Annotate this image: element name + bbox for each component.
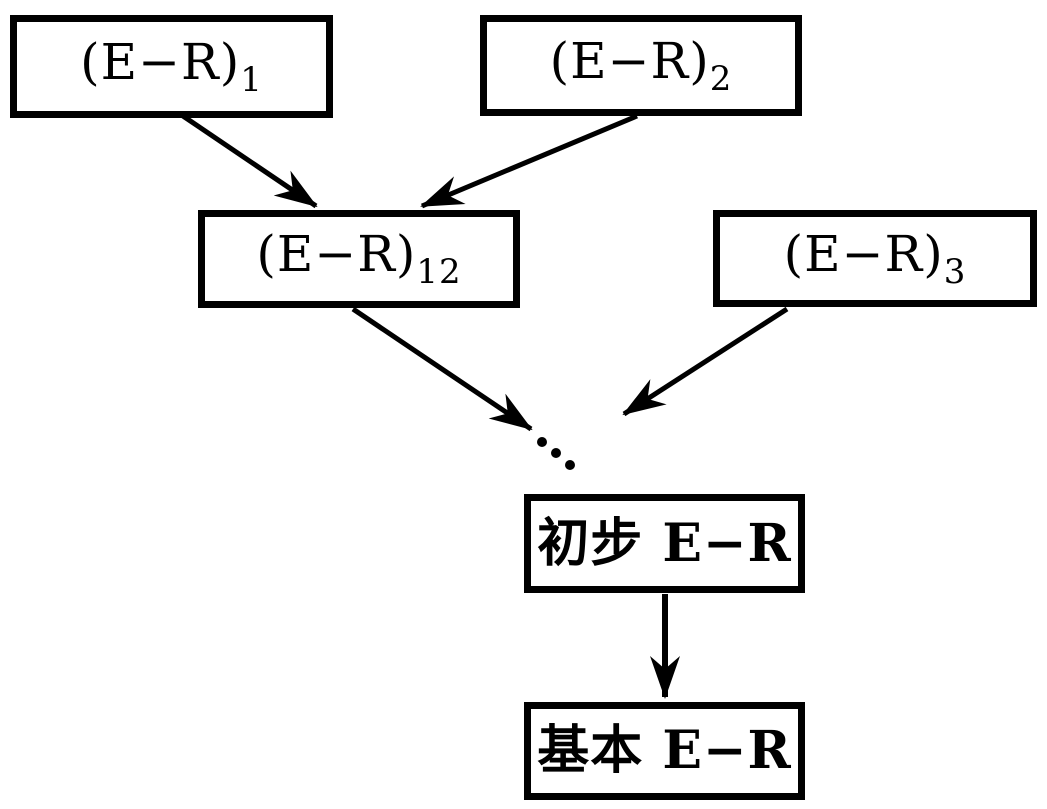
node-er2: (E−R)2	[480, 15, 802, 116]
node-er3-label: (E−R)3	[784, 229, 967, 289]
edge-er3-to-ellipsis	[622, 306, 789, 417]
edge-er12-to-ellipsis	[351, 306, 533, 432]
edge-er2-to-er12	[420, 113, 638, 209]
node-er12-label: (E−R)12	[256, 229, 461, 289]
node-preliminary-er: 初步 E−R	[524, 494, 805, 593]
node-er3-main-text: (E−R)	[783, 224, 944, 283]
node-er2-main-text: (E−R)	[549, 31, 710, 90]
node-basic-er: 基本 E−R	[524, 702, 805, 800]
node-er1-subscript: 1	[240, 59, 263, 100]
edge-er1-to-er12	[181, 113, 318, 209]
node-er2-subscript: 2	[709, 58, 733, 99]
node-basic-er-label: 基本 E−R	[537, 720, 792, 781]
node-er3: (E−R)3	[713, 210, 1037, 307]
node-er1-main-text: (E−R)	[80, 32, 241, 91]
node-er12: (E−R)12	[198, 210, 520, 308]
node-er12-subscript: 12	[416, 251, 462, 292]
node-er1-label: (E−R)1	[80, 37, 263, 97]
node-er3-subscript: 3	[943, 251, 967, 292]
node-preliminary-er-label: 初步 E−R	[537, 512, 792, 574]
node-er1: (E−R)1	[10, 15, 333, 118]
diagonal-ellipsis-icon	[537, 437, 575, 470]
node-er2-label: (E−R)2	[550, 36, 733, 96]
node-er12-main-text: (E−R)	[256, 225, 417, 284]
